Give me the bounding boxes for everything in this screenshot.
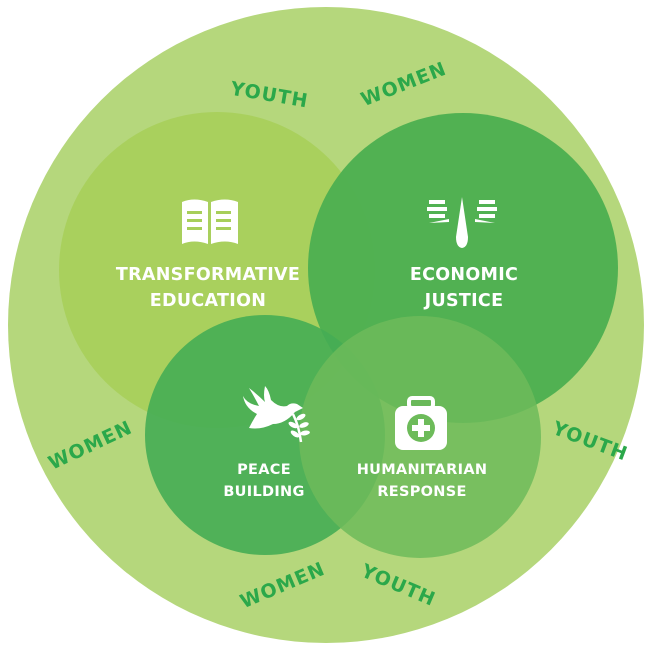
book-icon: [182, 199, 238, 244]
humanitarian-label-line2: RESPONSE: [377, 484, 466, 500]
economic-label-line2: JUSTICE: [424, 291, 504, 311]
dove-icon: [243, 386, 310, 443]
scales-icon: [427, 197, 497, 248]
education-label-line2: EDUCATION: [150, 291, 266, 311]
first-aid-kit-icon: [395, 396, 447, 450]
economic-label-line1: ECONOMIC: [410, 265, 518, 285]
peace-label-line2: BUILDING: [223, 484, 304, 500]
peace-label-line1: PEACE: [237, 462, 291, 478]
education-label-line1: TRANSFORMATIVE: [116, 265, 300, 285]
humanitarian-label-line1: HUMANITARIAN: [357, 462, 488, 478]
